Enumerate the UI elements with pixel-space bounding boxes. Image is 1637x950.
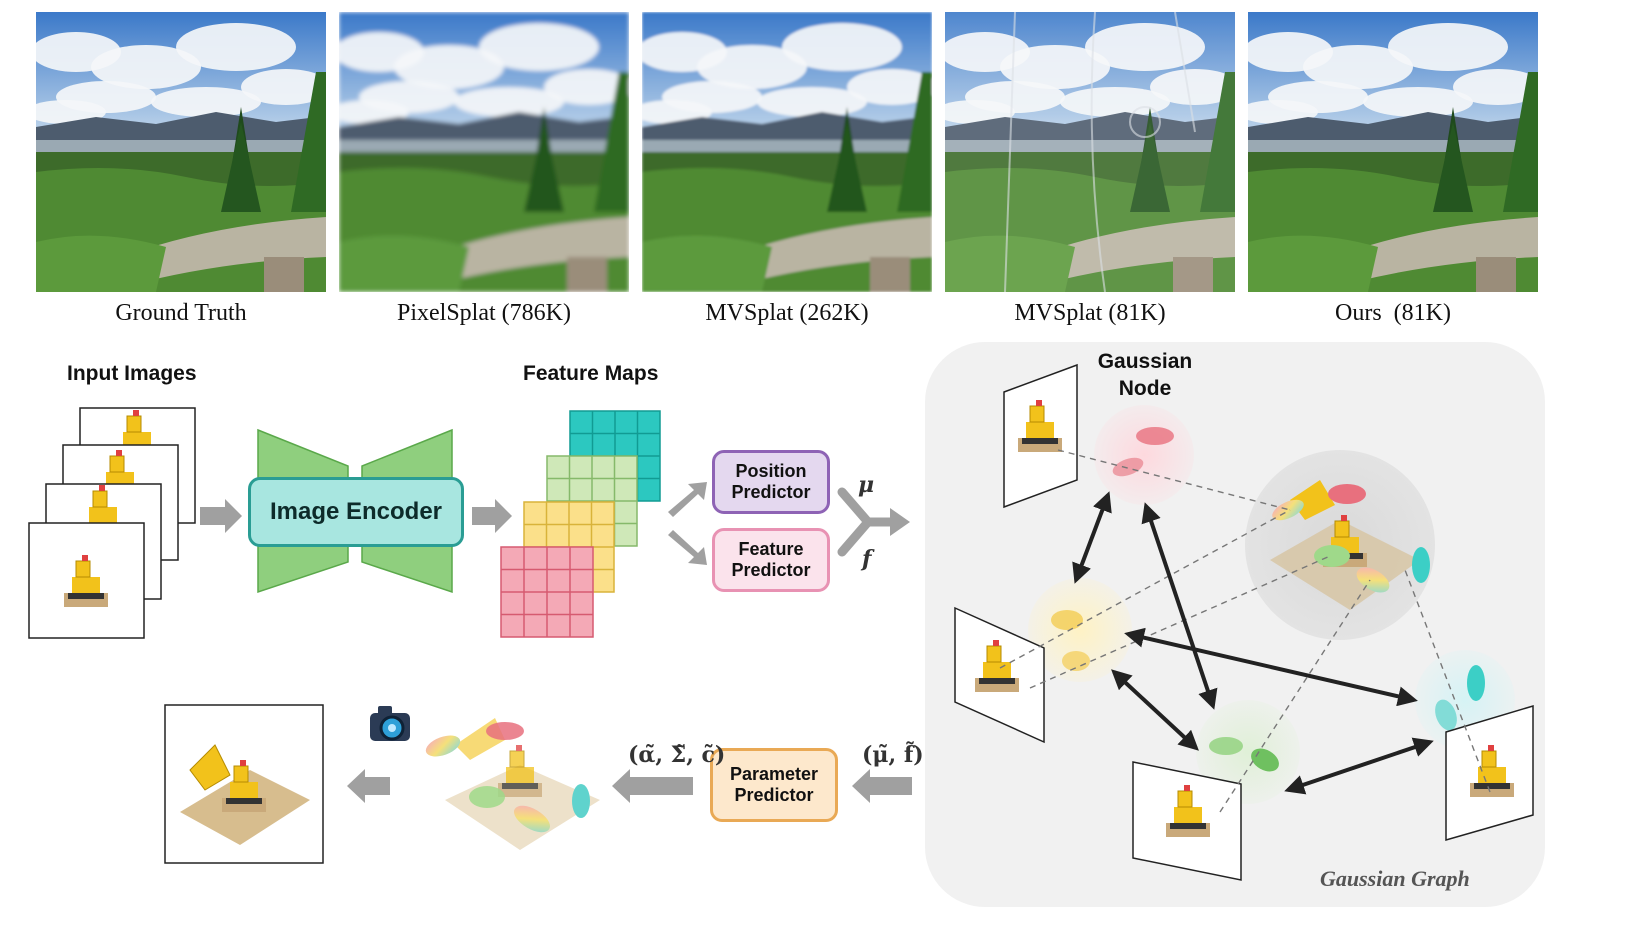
- feature-map-stack: [500, 410, 661, 638]
- feature-predictor-line1: Feature: [738, 539, 804, 560]
- feature-maps-label: Feature Maps: [523, 362, 659, 385]
- landscape-image: [36, 12, 326, 292]
- caption-mvsplat-81k: MVSplat (81K): [1014, 300, 1166, 326]
- caption-ours: Ours (81K): [1335, 300, 1451, 326]
- landscape-image: [1248, 12, 1538, 292]
- gaussian-node-line2: Node: [1118, 377, 1172, 401]
- position-predictor-line1: Position: [735, 461, 807, 482]
- parameter-predictor-box: Parameter Predictor: [710, 748, 838, 822]
- gaussian-graph: [954, 363, 1534, 881]
- gaussian-node-line1: Gaussian: [1097, 350, 1193, 373]
- rendered-output: [164, 704, 324, 864]
- input-image-stack: [28, 407, 196, 639]
- image-encoder-label: Image Encoder: [269, 498, 443, 526]
- gaussian-graph-title: Gaussian Graph: [1320, 866, 1470, 891]
- parameter-predictor-line1: Parameter: [729, 764, 819, 785]
- landscape-image: [339, 12, 629, 292]
- position-predictor-line2: Predictor: [731, 482, 811, 502]
- photo-mvsplat-81k: [945, 12, 1235, 292]
- caption-ground-truth: Ground Truth: [115, 300, 247, 326]
- input-images-label: Input Images: [67, 362, 197, 385]
- photo-mvsplat-262k: [642, 12, 932, 292]
- caption-mvsplat-262k: MVSplat (262K): [705, 300, 869, 326]
- caption-pixelsplat: PixelSplat (786K): [397, 300, 571, 326]
- photo-ground-truth: [36, 12, 326, 292]
- camera-icon: [370, 706, 410, 741]
- mu-symbol: μ: [858, 472, 875, 498]
- params-out-label: (α̃, Σ̃, c̃): [628, 742, 726, 768]
- gaussian-scene-render: [425, 718, 600, 850]
- landscape-image: [642, 12, 932, 292]
- landscape-image: [945, 12, 1235, 292]
- gaussian-node-label: Gaussian Node: [1090, 348, 1200, 403]
- image-encoder-box: Image Encoder: [248, 477, 464, 547]
- feature-predictor-line2: Predictor: [731, 560, 811, 580]
- feature-predictor-box: Feature Predictor: [712, 528, 830, 592]
- photo-pixelsplat: [339, 12, 629, 292]
- parameter-predictor-line2: Predictor: [734, 785, 814, 805]
- f-symbol: f: [862, 546, 872, 572]
- params-in-label: (μ̃, f̃): [862, 742, 924, 768]
- photo-ours: [1248, 12, 1538, 292]
- position-predictor-box: Position Predictor: [712, 450, 830, 514]
